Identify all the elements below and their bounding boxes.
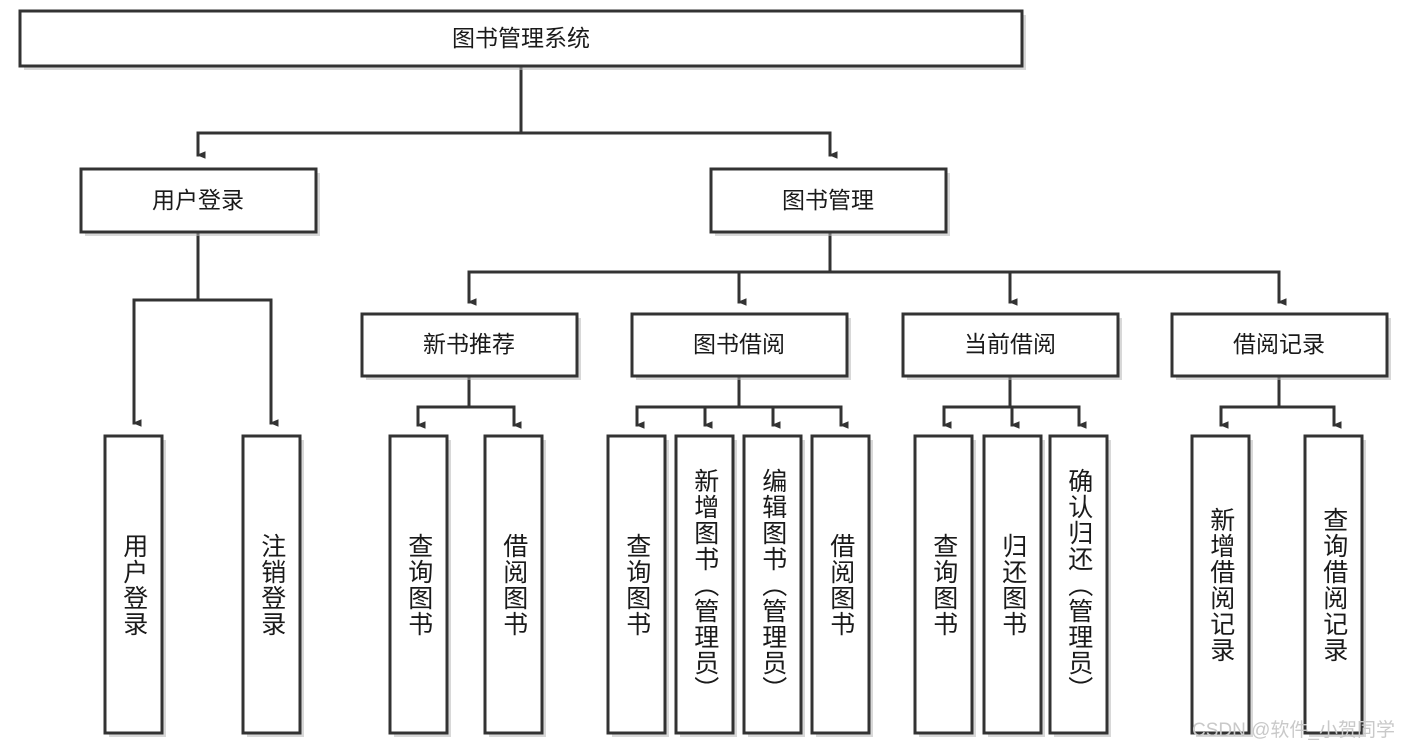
- node-leaf-current-borrow-2[interactable]: [1048, 434, 1111, 737]
- node-leaf-book-borrow-3[interactable]: [810, 434, 873, 737]
- node-borrow-record[interactable]: 借阅记录: [1170, 312, 1391, 380]
- node-leaf-book-borrow-0[interactable]: [606, 434, 669, 737]
- node-leaf-new-book-0[interactable]: [388, 434, 451, 737]
- node-leaf-current-borrow-1[interactable]: [982, 434, 1045, 737]
- node-root[interactable]: 图书管理系统: [18, 9, 1026, 70]
- node-leaf-borrow-record-0[interactable]: [1190, 434, 1253, 737]
- nodes-group: 图书管理系统 用户登录 图书管理 新书推荐: [18, 9, 1391, 737]
- node-leaf-user-login-0[interactable]: [103, 434, 166, 737]
- node-leaf-new-book-1[interactable]: [483, 434, 546, 737]
- node-new-book-recommend[interactable]: 新书推荐: [360, 312, 581, 380]
- node-borrow-record-label: 借阅记录: [1233, 331, 1325, 357]
- node-user-login[interactable]: 用户登录: [79, 167, 320, 236]
- node-new-book-recommend-label: 新书推荐: [423, 331, 515, 357]
- node-book-borrow[interactable]: 图书借阅: [630, 312, 851, 380]
- node-user-login-label: 用户登录: [152, 187, 244, 213]
- node-book-manage-label: 图书管理: [782, 187, 874, 213]
- node-current-borrow-label: 当前借阅: [964, 331, 1056, 357]
- node-leaf-book-borrow-1[interactable]: [674, 434, 737, 737]
- node-leaf-borrow-record-1[interactable]: [1303, 434, 1366, 737]
- node-leaf-book-borrow-2[interactable]: [742, 434, 805, 737]
- node-root-label: 图书管理系统: [452, 25, 590, 51]
- node-current-borrow[interactable]: 当前借阅: [901, 312, 1122, 380]
- watermark-text: CSDN @软件_小贺同学: [1192, 720, 1395, 741]
- edges-group: [132, 64, 1342, 429]
- node-leaf-user-login-1[interactable]: [241, 434, 304, 737]
- node-leaf-current-borrow-0[interactable]: [913, 434, 976, 737]
- node-book-manage[interactable]: 图书管理: [709, 167, 950, 236]
- node-book-borrow-label: 图书借阅: [693, 331, 785, 357]
